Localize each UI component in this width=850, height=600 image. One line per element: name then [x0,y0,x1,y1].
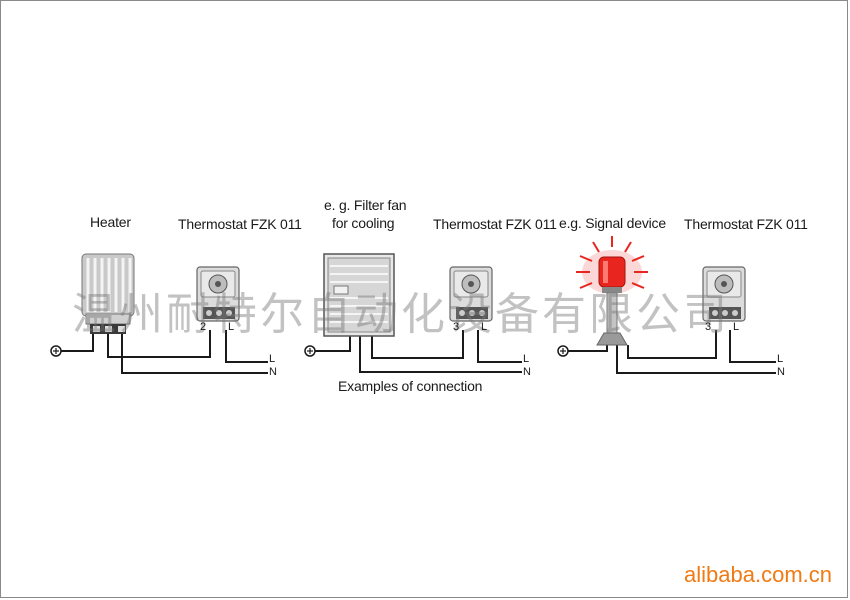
filter-fan-wiring [313,330,522,373]
signal-device [576,236,648,346]
terminal-label: L [733,321,739,333]
line-N-label: N [777,366,785,378]
thermostat-label-2: Thermostat FZK 011 [433,216,557,232]
company-watermark: 温州耐特尔自动化设备有限公司 [72,289,730,340]
thermostat-device-3 [702,266,746,322]
line-L-label: L [269,353,275,365]
heater-wiring [59,330,268,374]
ground-symbol-2 [304,345,316,357]
terminal-label: 3 [453,321,459,333]
diagram-caption: Examples of connection [338,378,483,394]
ground-symbol-1 [50,345,62,357]
signal-device-label: e.g. Signal device [559,215,666,231]
alibaba-brand: alibaba.com.cn [684,562,832,587]
terminal-label: L [481,321,487,333]
terminal-label: 3 [705,321,711,333]
thermostat-label-1: Thermostat FZK 011 [178,216,302,232]
filter-fan-label-line1: e. g. Filter fan [324,197,407,213]
thermostat-device-1 [196,266,240,322]
thermostat-label-3: Thermostat FZK 011 [684,216,808,232]
heater-label: Heater [90,214,131,230]
terminal-label: L [228,321,234,333]
thermostat-device-2 [449,266,493,322]
filter-fan-device [323,253,395,337]
line-L-label: L [523,353,529,365]
filter-fan-label-line2: for cooling [332,215,395,231]
signal-device-wiring [566,330,776,374]
heater-device [81,253,135,334]
terminal-label: 2 [200,321,206,333]
ground-symbol-3 [557,345,569,357]
line-N-label: N [269,366,277,378]
line-L-label: L [777,353,783,365]
line-N-label: N [523,366,531,378]
